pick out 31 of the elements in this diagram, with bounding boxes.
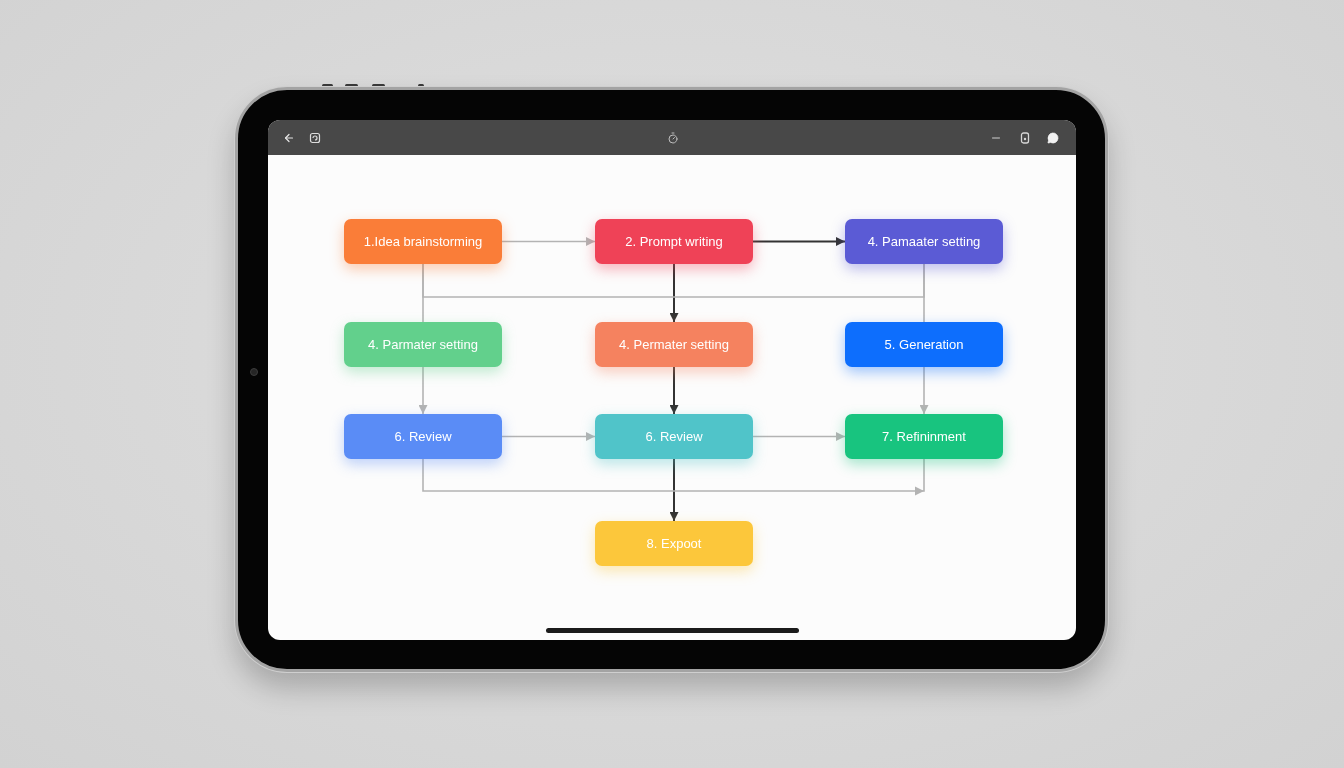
process-box [344,414,502,459]
node-label: 6. Review [394,428,452,445]
arrow [919,366,929,415]
node-label: 6. Review [645,428,703,445]
node-label: 8. Expoot [646,535,702,552]
node-label: 7. Refininment [882,428,966,445]
node-label: 4. Pamaater setting [867,233,981,250]
process-box [845,322,1003,367]
arrow [669,263,679,323]
arrow [501,432,596,441]
connector-line [422,263,925,298]
arrow [418,366,428,415]
process-box [845,219,1003,264]
arrow [669,366,679,415]
process-box [845,414,1003,459]
process-box [344,219,502,264]
process-box [595,414,753,459]
arrow [752,432,846,441]
arrow [501,237,596,246]
arrow [669,458,679,522]
process-box [595,521,753,566]
arrow [422,458,925,496]
node-label: 4. Parmater setting [368,336,478,353]
process-box [595,322,753,367]
arrow [752,237,846,246]
process-box [344,322,502,367]
node-label: 1.Idea brainstorming [363,233,483,250]
process-box [595,219,753,264]
node-label: 4. Permater setting [619,336,729,353]
node-label: 5. Generation [884,336,964,353]
node-label: 2. Prompt writing [625,233,723,250]
